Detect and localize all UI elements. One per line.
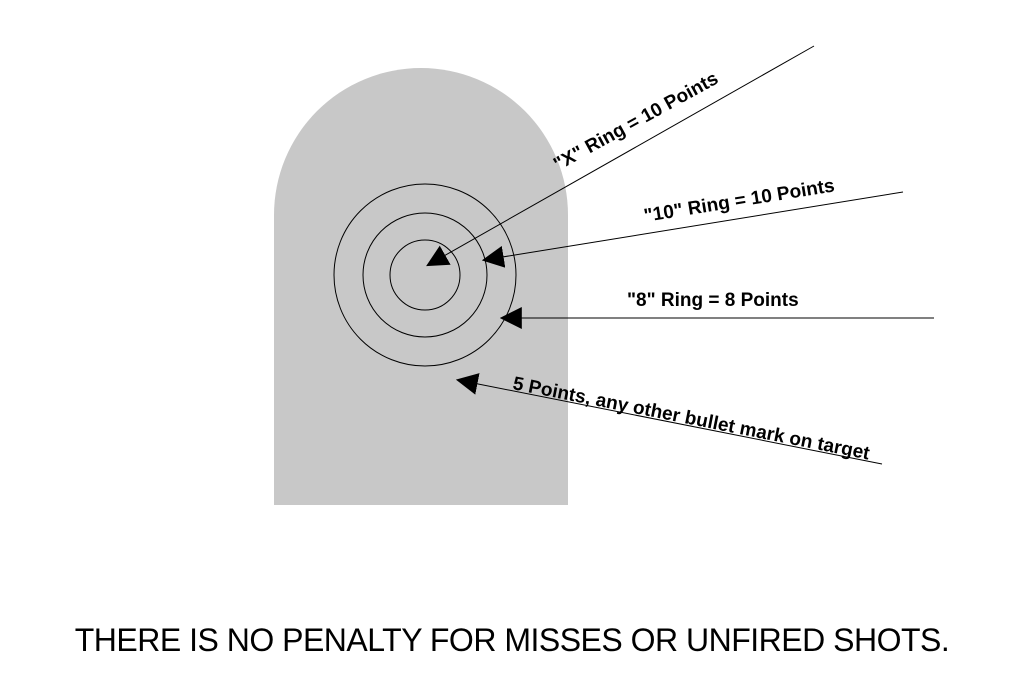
ten-ring bbox=[362, 212, 488, 338]
no-penalty-note: THERE IS NO PENALTY FOR MISSES OR UNFIRE… bbox=[74, 622, 950, 658]
x-ring-arrow bbox=[426, 45, 815, 267]
ten-ring-label: "10" Ring = 10 Points bbox=[642, 175, 836, 227]
five-points-arrow bbox=[455, 373, 883, 465]
x-ring-label: "X" Ring = 10 Points bbox=[550, 68, 722, 175]
ten-ring-arrow bbox=[481, 191, 904, 268]
eight-ring bbox=[333, 183, 517, 367]
eight-ring-label: "8" Ring = 8 Points bbox=[627, 290, 799, 311]
x-ring bbox=[389, 239, 461, 311]
target-silhouette bbox=[274, 68, 568, 505]
